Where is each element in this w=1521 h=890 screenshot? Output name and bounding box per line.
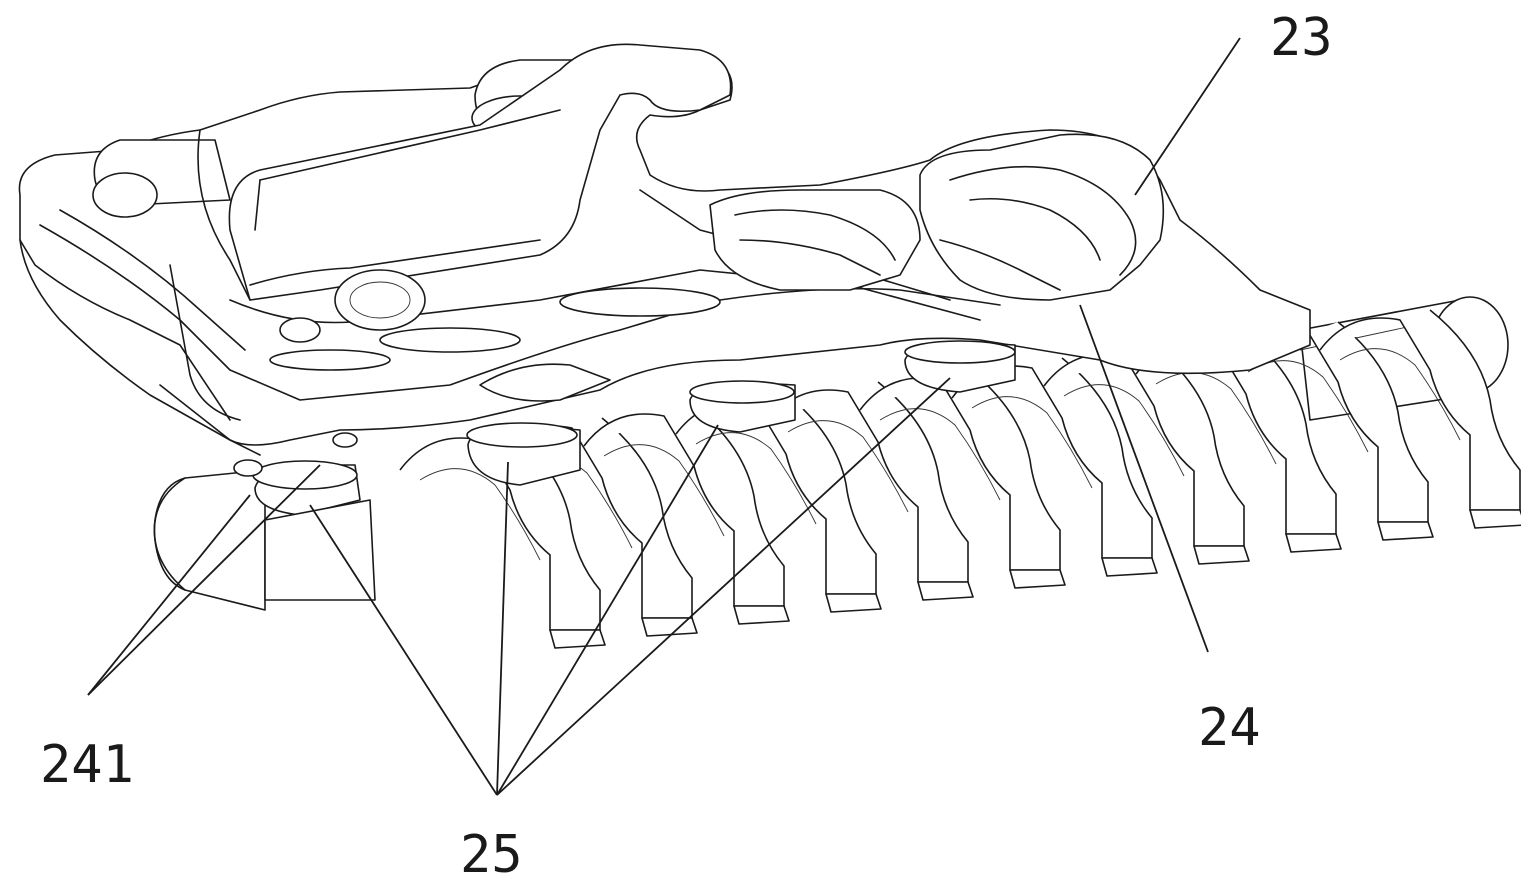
block-2	[466, 422, 581, 486]
label-23: 23	[1270, 8, 1333, 68]
fin-foot	[641, 617, 698, 637]
fin-foot	[549, 629, 606, 649]
leader-lines	[87, 37, 1241, 796]
leader-25-b	[496, 461, 509, 796]
block-1	[252, 460, 376, 601]
fin-foot	[1469, 509, 1521, 529]
block-4	[904, 340, 1016, 393]
main-body	[18, 43, 1311, 456]
leader-241-a	[87, 494, 251, 696]
block-group-25	[252, 340, 1016, 601]
fin-contour	[787, 420, 909, 513]
leader-25-c	[496, 424, 719, 796]
fin-contour	[695, 432, 817, 525]
rear-rod	[153, 469, 266, 611]
fin-foot	[1101, 557, 1158, 577]
fin-contour	[419, 468, 541, 561]
label-241: 241	[40, 735, 134, 795]
leader-24	[1079, 304, 1209, 653]
leader-25-d	[496, 377, 951, 796]
fin-contour	[879, 408, 1001, 501]
fin-foot	[1193, 545, 1250, 565]
block-3	[689, 380, 796, 433]
fin-foot	[1377, 521, 1434, 541]
fin-foot	[1285, 533, 1342, 553]
label-24: 24	[1198, 698, 1261, 758]
fin-contour	[1339, 348, 1461, 441]
knob-241	[233, 432, 358, 477]
leader-241-b	[87, 464, 321, 696]
fin-contour	[1063, 384, 1185, 477]
fin-foot	[1009, 569, 1066, 589]
housing-23	[709, 133, 1165, 301]
leader-23	[1134, 37, 1241, 196]
fin-contour	[603, 444, 725, 537]
label-25: 25	[460, 825, 523, 885]
fin-row	[399, 309, 1521, 649]
fin-foot	[733, 605, 790, 625]
fin-foot	[825, 593, 882, 613]
fin-foot	[917, 581, 974, 601]
leader-25-a	[309, 504, 498, 796]
fin-contour	[971, 396, 1093, 489]
fin-contour	[1247, 360, 1369, 453]
